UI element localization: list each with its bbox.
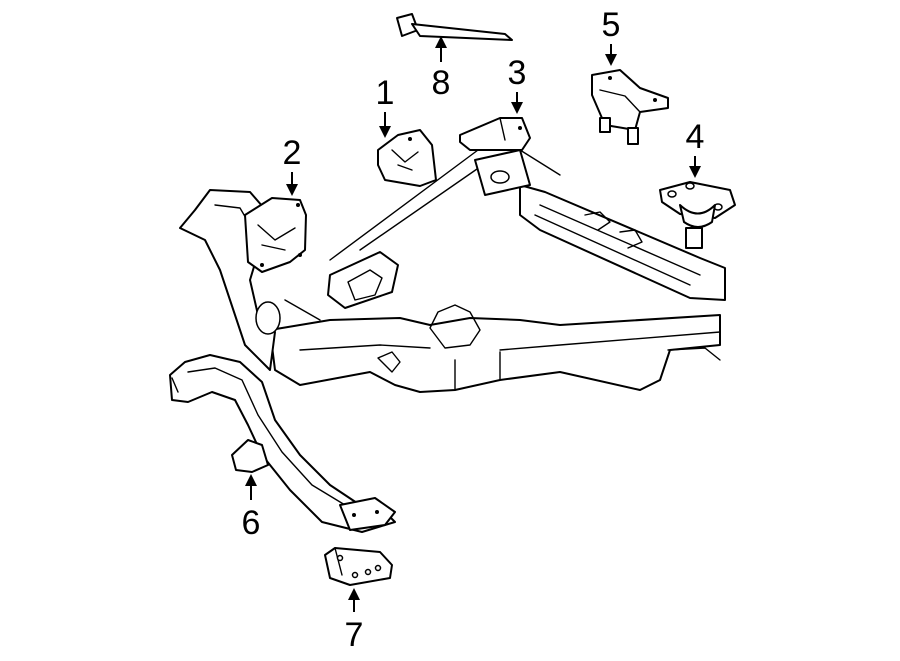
callout-label-6: 6 bbox=[242, 504, 261, 542]
callout-7: 7 bbox=[345, 588, 364, 654]
callout-label-2: 2 bbox=[283, 134, 302, 172]
callout-8: 8 bbox=[432, 36, 451, 102]
callout-label-7: 7 bbox=[345, 616, 364, 654]
part-1-mount-insulator bbox=[377, 129, 437, 187]
frame-hole bbox=[255, 301, 281, 335]
callout-label-3: 3 bbox=[508, 54, 527, 92]
part-6-transmission-crossmember bbox=[169, 354, 396, 533]
callout-label-4: 4 bbox=[686, 118, 705, 156]
part-8-stud bbox=[396, 13, 513, 41]
callout-5: 5 bbox=[602, 6, 621, 66]
callout-4: 4 bbox=[686, 118, 705, 178]
callout-6: 6 bbox=[242, 474, 261, 542]
part-3-bracket-pad bbox=[459, 117, 531, 151]
callout-1: 1 bbox=[376, 74, 395, 138]
callout-label-8: 8 bbox=[432, 64, 451, 102]
callout-3: 3 bbox=[508, 54, 527, 114]
callout-label-1: 1 bbox=[376, 74, 395, 112]
callout-label-5: 5 bbox=[602, 6, 621, 44]
part-5-mount-bracket bbox=[591, 69, 669, 145]
part-7-bracket-plate bbox=[324, 547, 393, 586]
gusset-hole bbox=[490, 170, 510, 184]
part-2-engine-mount bbox=[244, 197, 307, 273]
part-4-mount bbox=[659, 181, 736, 249]
callout-2: 2 bbox=[283, 134, 302, 196]
